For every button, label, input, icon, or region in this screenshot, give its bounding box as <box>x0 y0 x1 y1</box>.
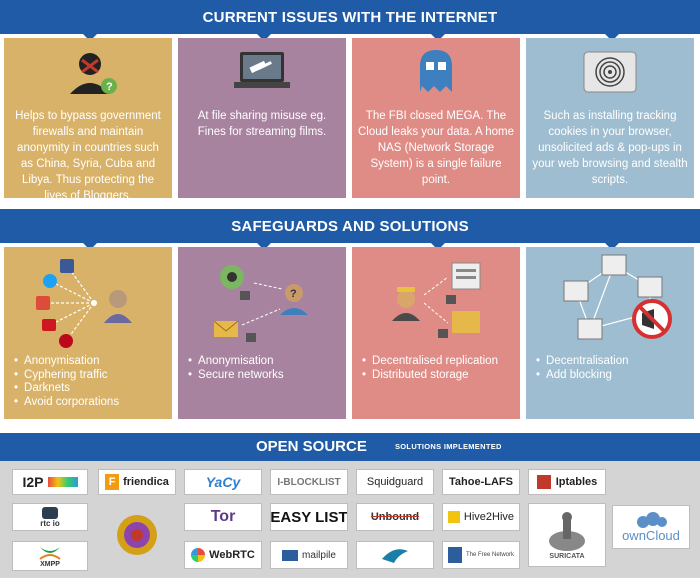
xmpp-logo: XMPP <box>12 541 88 571</box>
laptop-gavel-icon <box>234 52 290 88</box>
issue-panel-3: The FBI closed MEGA. The Cloud leaks you… <box>352 38 520 198</box>
issue-text-4: Such as installing tracking cookies in y… <box>532 110 688 186</box>
issues-title: CURRENT ISSUES WITH THE INTERNET <box>202 8 498 26</box>
freenet-logo: The Free Network <box>442 541 520 569</box>
unbound-logo: Unbound <box>356 503 434 531</box>
owncloud-logo: ownCloud <box>612 505 690 549</box>
solution-item: Add blocking <box>536 369 690 383</box>
webrtc-logo: WebRTC <box>184 541 262 569</box>
iptables-logo: Iptables <box>528 469 606 495</box>
ghost-icon <box>420 50 452 92</box>
friendica-logo: F friendica <box>98 469 176 495</box>
fingerprint-icon <box>583 51 637 93</box>
issue-panel-1: ? Helps to bypass government firewalls a… <box>4 38 172 202</box>
no-ads-icon <box>563 254 672 340</box>
secure-network-icon: ? <box>213 265 308 342</box>
rtcio-logo: rtc io <box>12 503 88 531</box>
yacy-logo: YaCy <box>184 469 262 495</box>
issue-text-2: At file sharing misuse eg. Fines for str… <box>197 110 327 138</box>
issue-panel-4: Such as installing tracking cookies in y… <box>526 38 694 198</box>
bird-logo <box>356 541 434 569</box>
i2p-logo: I2P <box>12 469 88 495</box>
logo-grid: I2P F friendica YaCy I-BLOCKLIST Squidgu… <box>0 461 700 578</box>
squidguard-logo: Squidguard <box>356 469 434 495</box>
solution-list-4: Decentralisation Add blocking <box>536 355 690 382</box>
tahoe-lafs-logo: Tahoe-LAFS <box>442 469 520 495</box>
solution-item: Decentralisation <box>536 355 690 369</box>
tor-logo: Tor <box>184 503 262 531</box>
solution-panel-2: ? Anonymisation Secure networks <box>178 247 346 419</box>
cjdns-logo <box>98 503 176 567</box>
svg-text:?: ? <box>106 81 113 93</box>
solution-item: Avoid corporations <box>14 396 168 410</box>
solutions-banner: SAFEGUARDS AND SOLUTIONS <box>0 209 700 250</box>
solution-panel-4: Decentralisation Add blocking <box>526 247 694 419</box>
solution-list-2: Anonymisation Secure networks <box>188 355 342 382</box>
open-source-subtitle: SOLUTIONS IMPLEMENTED <box>395 442 502 451</box>
mailpile-logo: mailpile <box>270 541 348 569</box>
iblocklist-logo: I-BLOCKLIST <box>270 469 348 495</box>
solution-item: Decentralised replication <box>362 355 516 369</box>
solution-item: Anonymisation <box>188 355 342 369</box>
open-source-banner: OPEN SOURCE SOLUTIONS IMPLEMENTED <box>0 433 700 461</box>
solution-list-1: Anonymisation Cyphering traffic Darknets… <box>14 355 168 409</box>
censored-person-icon: ? <box>70 53 117 94</box>
solution-list-3: Decentralised replication Distributed st… <box>362 355 516 382</box>
solution-item: Darknets <box>14 382 168 396</box>
social-network-icon <box>36 259 132 348</box>
solution-panel-1: Anonymisation Cyphering traffic Darknets… <box>4 247 172 419</box>
solutions-title: SAFEGUARDS AND SOLUTIONS <box>231 217 469 235</box>
issue-text-3: The FBI closed MEGA. The Cloud leaks you… <box>358 110 514 186</box>
solution-panel-3: Decentralised replication Distributed st… <box>352 247 520 419</box>
solution-item: Distributed storage <box>362 369 516 383</box>
suricata-logo: SURICATA <box>528 503 606 567</box>
solution-item: Secure networks <box>188 369 342 383</box>
svg-text:?: ? <box>290 288 297 300</box>
issues-banner: CURRENT ISSUES WITH THE INTERNET <box>0 0 700 41</box>
solution-item: Anonymisation <box>14 355 168 369</box>
open-source-title: OPEN SOURCE <box>256 438 367 455</box>
replication-icon <box>392 262 481 338</box>
issue-text-1: Helps to bypass government firewalls and… <box>15 110 161 202</box>
issue-panel-2: At file sharing misuse eg. Fines for str… <box>178 38 346 198</box>
hive2hive-logo: Hive2Hive <box>442 503 520 531</box>
easylist-logo: EASY LIST <box>270 503 348 531</box>
solution-item: Cyphering traffic <box>14 369 168 383</box>
